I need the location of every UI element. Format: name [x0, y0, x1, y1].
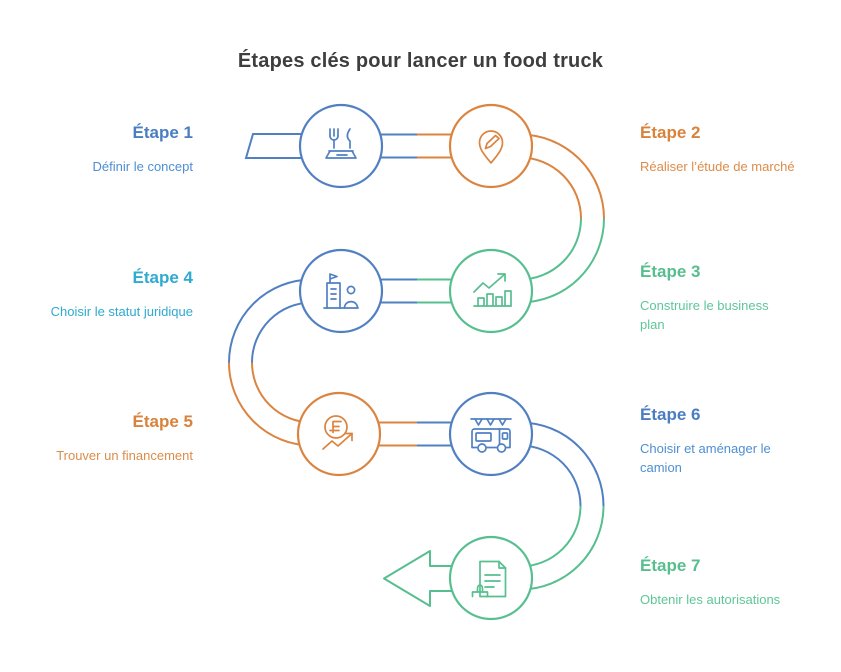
document-stamp-icon [471, 560, 507, 598]
node-circle-3 [448, 248, 534, 334]
franc-growth-icon [322, 415, 353, 450]
step-label-1: Étape 1 Définir le concept [13, 123, 193, 176]
step-description: Réaliser l’étude de marché [640, 159, 795, 174]
page-title: Étapes clés pour lancer un food truck [237, 50, 604, 72]
step-label-2: Étape 2 Réaliser l’étude de marché [640, 123, 825, 176]
step-title: Étape 3 [640, 262, 701, 281]
step-title: Étape 1 [132, 123, 193, 142]
step-title: Étape 6 [640, 405, 701, 424]
map-pin-edit-icon [478, 130, 504, 164]
node-circle-1 [298, 103, 384, 189]
step-description: Choisir et aménager le camion [640, 441, 771, 475]
food-truck-icon [470, 418, 512, 453]
step-label-3: Étape 3 Construire le business plan [640, 262, 790, 334]
curve-2-3 [519, 133, 605, 304]
curve-6-7 [519, 421, 605, 591]
step-title: Étape 7 [640, 556, 701, 575]
step-label-7: Étape 7 Obtenir les autorisations [640, 556, 825, 609]
node-circle-7 [448, 535, 534, 621]
step-description: Définir le concept [92, 159, 193, 174]
curve-4-5 [228, 278, 313, 447]
node-circle-4 [298, 248, 384, 334]
building-person-icon [323, 273, 359, 309]
step-title: Étape 4 [132, 268, 193, 287]
step-label-4: Étape 4 Choisir le statut juridique [13, 268, 193, 321]
step-description: Choisir le statut juridique [50, 304, 193, 319]
step-title: Étape 2 [640, 123, 701, 142]
step-description: Trouver un financement [56, 448, 193, 463]
cutlery-icon [325, 128, 357, 159]
step-label-6: Étape 6 Choisir et aménager le camion [640, 405, 800, 477]
start-tail [244, 133, 305, 159]
step-description: Construire le business plan [640, 298, 769, 332]
step-description: Obtenir les autorisations [640, 592, 781, 607]
growth-chart-icon [473, 273, 512, 307]
step-label-5: Étape 5 Trouver un financement [13, 412, 193, 465]
step-title: Étape 5 [132, 412, 193, 431]
